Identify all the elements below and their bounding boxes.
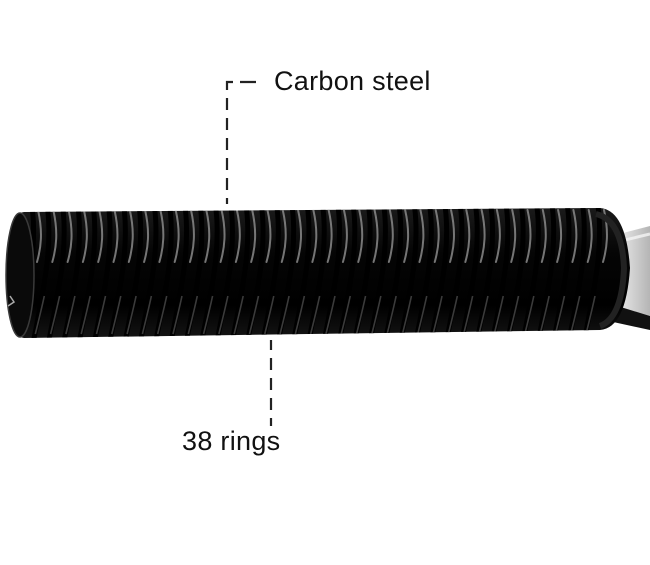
coil-highlight <box>296 209 302 263</box>
coil-highlight <box>97 209 104 263</box>
material-label: Carbon steel <box>274 66 431 96</box>
coil-spring <box>5 208 630 338</box>
coil-reflection <box>524 295 535 335</box>
coil-highlight <box>36 209 42 263</box>
coil-reflection <box>447 295 459 335</box>
coil-reflection <box>432 295 443 335</box>
coil-reflection <box>156 295 168 335</box>
coil-highlight <box>525 209 532 263</box>
coil-highlight <box>51 209 58 263</box>
coil-highlight <box>265 209 272 263</box>
coil-highlight <box>66 209 73 263</box>
coil-highlight <box>173 209 180 263</box>
coil-reflection <box>508 295 520 335</box>
coil-highlight <box>143 209 150 263</box>
coil-reflection <box>263 295 275 335</box>
coil-highlight <box>403 209 410 263</box>
coil-highlight <box>188 209 195 263</box>
coil-highlight <box>204 209 211 263</box>
coil-reflection <box>279 295 290 335</box>
coil-highlight <box>433 209 440 263</box>
coil-reflection <box>355 295 367 335</box>
coil-reflection <box>34 295 46 335</box>
coil-reflection <box>371 295 382 335</box>
coil-reflection <box>309 295 321 335</box>
coil-reflection <box>340 295 352 335</box>
coil-highlight <box>112 209 119 263</box>
coil-highlight <box>81 209 88 263</box>
coil-reflection <box>401 295 413 335</box>
coil-reflection <box>80 295 91 335</box>
coil-highlight <box>326 209 333 263</box>
coil-highlight <box>372 209 379 263</box>
coil-highlight <box>418 209 425 263</box>
coil-reflection <box>478 295 489 335</box>
ring-count-label: 38 rings <box>182 426 281 456</box>
coil-highlight <box>387 209 394 263</box>
coil-reflection <box>233 295 244 335</box>
coil-reflection <box>187 295 199 335</box>
coil-highlight <box>357 209 364 263</box>
coil-highlight <box>341 209 348 263</box>
coil-reflection <box>95 295 107 335</box>
coil-highlight <box>280 209 287 263</box>
coil-reflection <box>172 295 183 335</box>
coil-reflection <box>248 295 260 335</box>
coil-reflection <box>202 295 214 335</box>
coil-highlight <box>540 209 547 263</box>
coil-highlight <box>158 209 165 263</box>
coil-reflection <box>416 295 428 335</box>
coil-highlight <box>449 209 455 263</box>
coil-highlight <box>219 209 226 263</box>
coil-reflection <box>111 295 122 335</box>
coil-highlight <box>311 209 318 263</box>
coil-reflection <box>462 295 474 335</box>
coil-reflection <box>386 295 397 335</box>
coil-highlight <box>464 209 471 263</box>
coil-reflection <box>141 295 153 335</box>
coil-highlight <box>586 209 593 263</box>
leader-line-top <box>225 80 256 204</box>
coil-highlight <box>250 209 257 263</box>
coil-reflection <box>218 295 229 335</box>
coil-reflection <box>493 295 504 335</box>
coil-reflection <box>126 295 137 335</box>
coil-highlight <box>127 209 134 263</box>
coil-highlight <box>571 209 578 263</box>
coil-reflection <box>325 295 336 335</box>
coil-reflection <box>65 295 76 335</box>
coil-highlight <box>479 209 486 263</box>
coil-highlight <box>234 209 241 263</box>
coil-highlight <box>494 209 501 263</box>
coil-highlight <box>556 209 563 263</box>
coil-reflection <box>294 295 306 335</box>
coil-reflection <box>49 295 61 335</box>
coil-highlight <box>510 209 517 263</box>
